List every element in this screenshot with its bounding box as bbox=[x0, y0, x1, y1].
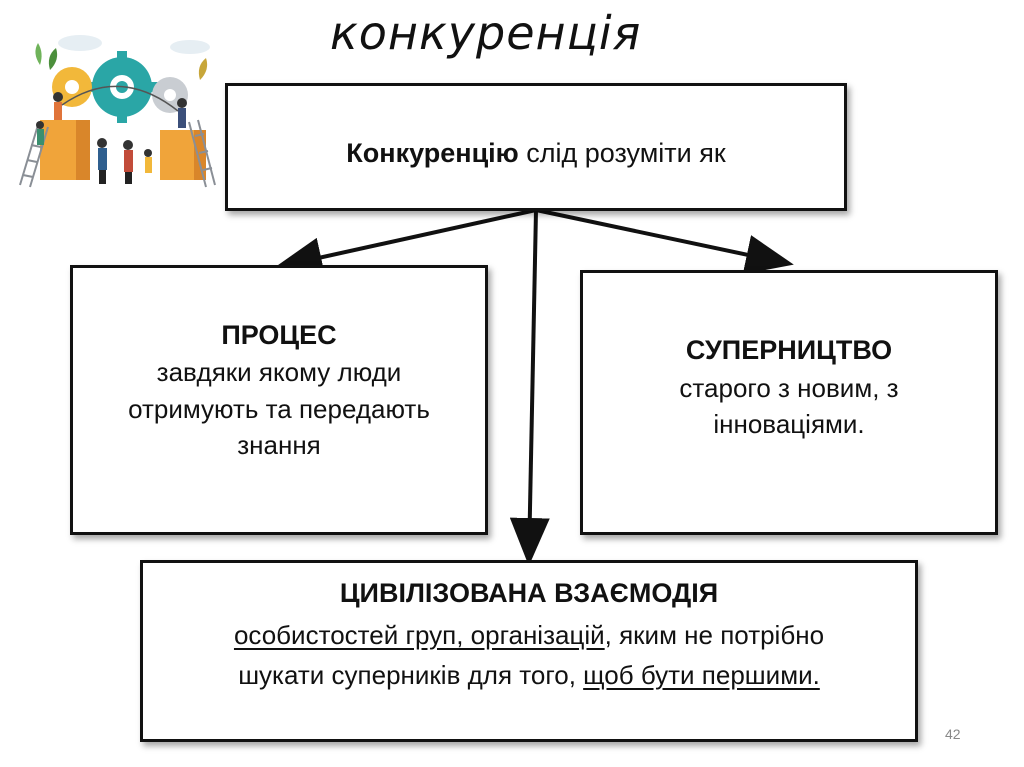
process-box: ПРОЦЕС завдяки якому люди отримують та п… bbox=[70, 265, 488, 535]
interaction-line-2: шукати суперників для того, щоб бути пер… bbox=[143, 655, 915, 695]
interaction-text-2: шукати суперників для того, bbox=[238, 660, 584, 691]
arrow-to-process bbox=[274, 208, 537, 277]
process-line-1: завдяки якому люди bbox=[156, 357, 402, 388]
interaction-heading: ЦИВІЛІЗОВАНА ВЗАЄМОДІЯ bbox=[339, 578, 719, 608]
definition-text: слід розуміти як bbox=[518, 137, 726, 168]
interaction-line-1: особистостей груп, організацій, яким не … bbox=[143, 615, 915, 655]
process-line-3: знання bbox=[237, 430, 321, 461]
rivalry-line-1: старого з новим, з bbox=[679, 373, 899, 403]
process-heading: ПРОЦЕС bbox=[221, 319, 337, 350]
teamwork-gears-illustration bbox=[19, 35, 216, 188]
rivalry-box: СУПЕРНИЦТВО старого з новим, з інновація… bbox=[580, 270, 998, 535]
interaction-underlined-1: особистостей груп, організацій bbox=[233, 619, 605, 650]
definition-box: Конкуренцію слід розуміти як bbox=[225, 83, 847, 211]
interaction-underlined-2: щоб бути першими. bbox=[583, 660, 820, 691]
interaction-text-1: , яким не потрібно bbox=[604, 619, 825, 650]
slide-title: конкуренція bbox=[330, 6, 642, 60]
slide-number: 42 bbox=[945, 726, 961, 742]
people-figures bbox=[36, 92, 187, 184]
interaction-box: ЦИВІЛІЗОВАНА ВЗАЄМОДІЯ особистостей груп… bbox=[140, 560, 918, 742]
process-line-2: отримують та передають bbox=[128, 393, 430, 424]
definition-term: Конкуренцію bbox=[346, 137, 519, 168]
rivalry-line-2: інноваціями. bbox=[713, 409, 865, 440]
rivalry-heading: СУПЕРНИЦТВО bbox=[685, 335, 893, 366]
arrow-to-rivalry bbox=[535, 208, 794, 275]
arrow-to-interaction bbox=[509, 209, 550, 566]
